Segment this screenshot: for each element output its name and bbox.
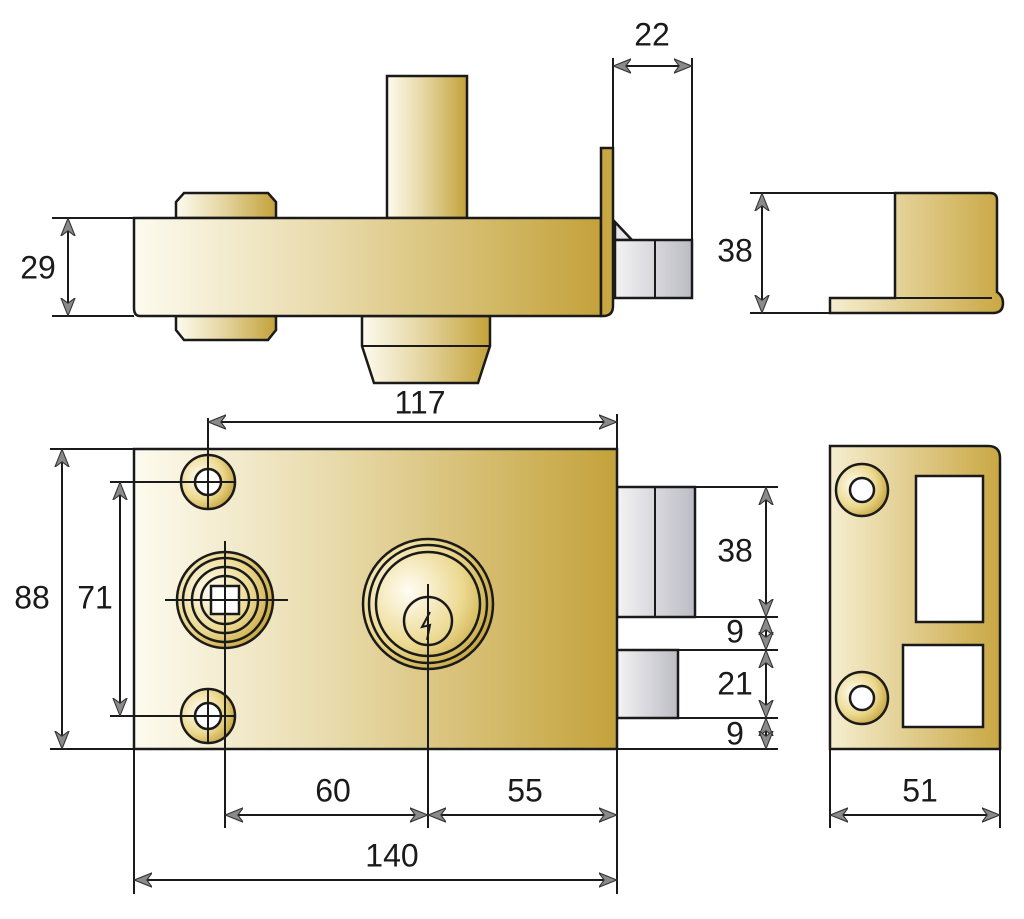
bolt-top-view bbox=[613, 238, 694, 300]
dim-gap-top: 9 bbox=[726, 613, 744, 649]
dim-body-thickness: 29 bbox=[20, 249, 56, 285]
dim-knob-to-cylinder: 60 bbox=[315, 772, 351, 808]
dim-latch-height: 21 bbox=[717, 665, 753, 701]
dim-overall-height: 88 bbox=[14, 579, 50, 615]
dim-bolt-throw: 22 bbox=[634, 16, 670, 52]
dim-fixing-height: 71 bbox=[77, 579, 113, 615]
bottom-cylinder bbox=[360, 314, 492, 385]
dim-cylinder-to-edge: 55 bbox=[507, 772, 543, 808]
dim-strike-width: 51 bbox=[902, 772, 938, 808]
key-cylinder bbox=[361, 537, 495, 828]
dim-overall-width: 140 bbox=[365, 837, 418, 873]
top-cylinder bbox=[385, 74, 469, 220]
lock-body-top bbox=[132, 216, 603, 318]
knob-spindle bbox=[165, 541, 288, 828]
bolt-slot bbox=[914, 474, 985, 624]
dim-strike-height: 38 bbox=[717, 232, 753, 268]
strike-front-view: 51 bbox=[828, 444, 1002, 828]
front-plate bbox=[599, 146, 615, 318]
latch-front bbox=[615, 648, 680, 720]
strike-side-body bbox=[828, 191, 1005, 315]
latch-slot bbox=[901, 643, 985, 729]
top-knob-upper bbox=[174, 191, 278, 220]
top-view: 22 29 bbox=[20, 16, 694, 385]
dim-bolt-height: 38 bbox=[717, 532, 753, 568]
front-view: 117 88 71 60 55 140 38 9 21 9 bbox=[14, 384, 778, 894]
top-knob-lower bbox=[174, 314, 278, 342]
bolt-bevel bbox=[613, 218, 635, 242]
strike-side-view: 38 bbox=[717, 191, 1005, 315]
dim-gap-bottom: 9 bbox=[726, 715, 744, 751]
dim-fixing-width: 117 bbox=[394, 384, 445, 420]
